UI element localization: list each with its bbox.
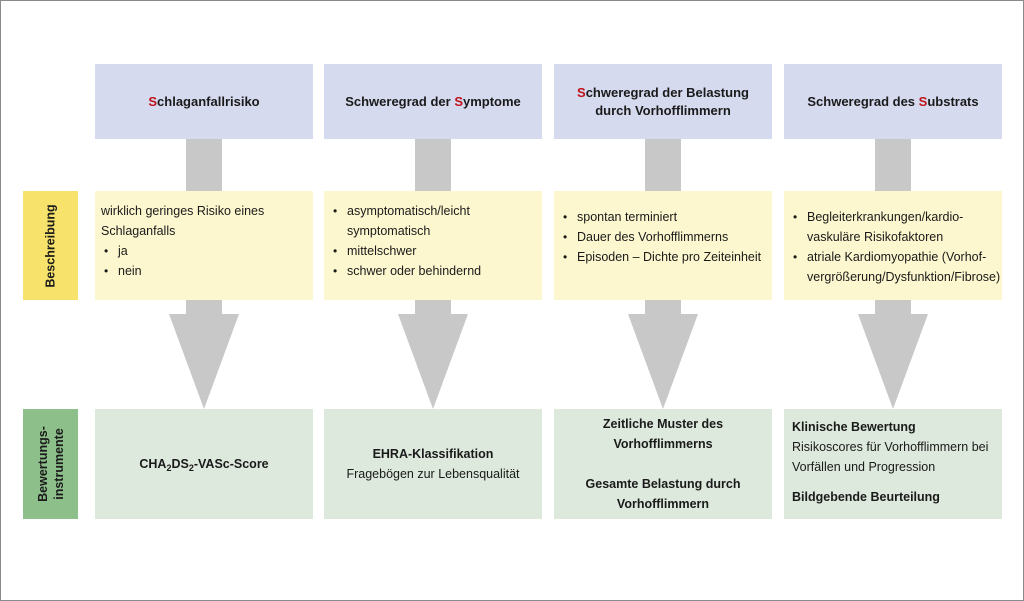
row-label-description: Beschreibung bbox=[23, 191, 78, 300]
instrument-title: CHA2DS2-VASc-Score bbox=[139, 454, 268, 474]
score-suffix: -VASc-Score bbox=[193, 457, 269, 471]
arrow-stem-bottom bbox=[645, 300, 681, 314]
list-item: spontan terminiert bbox=[560, 207, 766, 227]
row-label-instruments-line1: Bewertungs- bbox=[35, 426, 50, 502]
score-sub1: 2 bbox=[166, 463, 172, 473]
instrument-title-2: Gesamte Belastung durch Vorhofflimmern bbox=[585, 477, 741, 511]
header-rest: chweregrad der Belastung durch Vorhoffli… bbox=[585, 84, 749, 118]
arrow-stem-bottom bbox=[415, 300, 451, 314]
arrow-down-icon bbox=[628, 314, 698, 409]
header-rest: ubstrats bbox=[927, 93, 979, 109]
description-box: spontan terminiert Dauer des Vorhofflimm… bbox=[554, 191, 772, 300]
description-intro: wirklich geringes Risiko eines Schlaganf… bbox=[101, 204, 265, 238]
header-before: Schweregrad der bbox=[345, 93, 455, 109]
arrow-stem-top bbox=[415, 139, 451, 191]
header-rest: ymptome bbox=[462, 93, 521, 109]
arrow-stem-top bbox=[645, 139, 681, 191]
header-rest: chlaganfallrisiko bbox=[157, 93, 260, 109]
row-label-description-text: Beschreibung bbox=[43, 203, 58, 288]
list-item: Begleiterkrankungen/kardio-vaskuläre Ris… bbox=[790, 207, 996, 247]
arrow-stem-top bbox=[186, 139, 222, 191]
instrument-title-2: Bildgebende Beurteilung bbox=[792, 490, 940, 504]
column-header: Schweregrad der Belastung durch Vorhoffl… bbox=[554, 64, 772, 139]
header-initial: S bbox=[148, 93, 158, 109]
row-label-instruments-line2: instrumente bbox=[51, 428, 66, 500]
score-prefix: CHA bbox=[139, 457, 167, 471]
instrument-title: Zeitliche Muster des Vorhofflimmerns bbox=[602, 417, 724, 451]
row-label-instruments-text: Bewertungs- instrumente bbox=[35, 426, 67, 502]
arrow-down-icon bbox=[858, 314, 928, 409]
row-label-instruments: Bewertungs- instrumente bbox=[23, 409, 78, 519]
list-item: Dauer des Vorhofflimmerns bbox=[560, 227, 766, 247]
list-item: atriale Kardiomyopathie (Vorhof-vergröße… bbox=[790, 247, 1000, 287]
column-header: Schlaganfallrisiko bbox=[95, 64, 313, 139]
instrument-box: Klinische Bewertung Risikoscores für Vor… bbox=[784, 409, 1002, 519]
arrow-stem-bottom bbox=[875, 300, 911, 314]
column-header: Schweregrad der Symptome bbox=[324, 64, 542, 139]
arrow-stem-bottom bbox=[186, 300, 222, 314]
score-sub2: 2 bbox=[188, 463, 194, 473]
instrument-text: Risikoscores für Vorhofflimmern bei Vorf… bbox=[792, 440, 989, 474]
description-box: asymptomatisch/leicht symptomatisch mitt… bbox=[324, 191, 542, 300]
instrument-title: EHRA-Klassifikation bbox=[372, 447, 494, 461]
list-item: asymptomatisch/leicht symptomatisch bbox=[330, 201, 536, 241]
arrow-stem-top bbox=[875, 139, 911, 191]
list-item: ja bbox=[101, 241, 307, 261]
column-header: Schweregrad des Substrats bbox=[784, 64, 1002, 139]
instrument-box: Zeitliche Muster des Vorhofflimmerns Ges… bbox=[554, 409, 772, 519]
instrument-text: Fragebögen zur Lebensqualität bbox=[346, 467, 520, 481]
header-initial: S bbox=[454, 93, 463, 109]
list-item: schwer oder behindernd bbox=[330, 261, 536, 281]
score-mid: DS bbox=[171, 457, 189, 471]
list-item: Episoden – Dichte pro Zeiteinheit bbox=[560, 247, 766, 267]
list-item: nein bbox=[101, 261, 307, 281]
arrow-down-icon bbox=[398, 314, 468, 409]
instrument-box: CHA2DS2-VASc-Score bbox=[95, 409, 313, 519]
arrow-down-icon bbox=[169, 314, 239, 409]
instrument-title: Klinische Bewertung bbox=[792, 420, 916, 434]
description-box: Begleiterkrankungen/kardio-vaskuläre Ris… bbox=[784, 191, 1002, 300]
header-initial: S bbox=[918, 93, 928, 109]
list-item: mittelschwer bbox=[330, 241, 536, 261]
instrument-box: EHRA-Klassifikation Fragebögen zur Leben… bbox=[324, 409, 542, 519]
header-before: Schweregrad des bbox=[807, 93, 919, 109]
header-initial: S bbox=[577, 84, 586, 100]
description-box: wirklich geringes Risiko eines Schlaganf… bbox=[95, 191, 313, 300]
